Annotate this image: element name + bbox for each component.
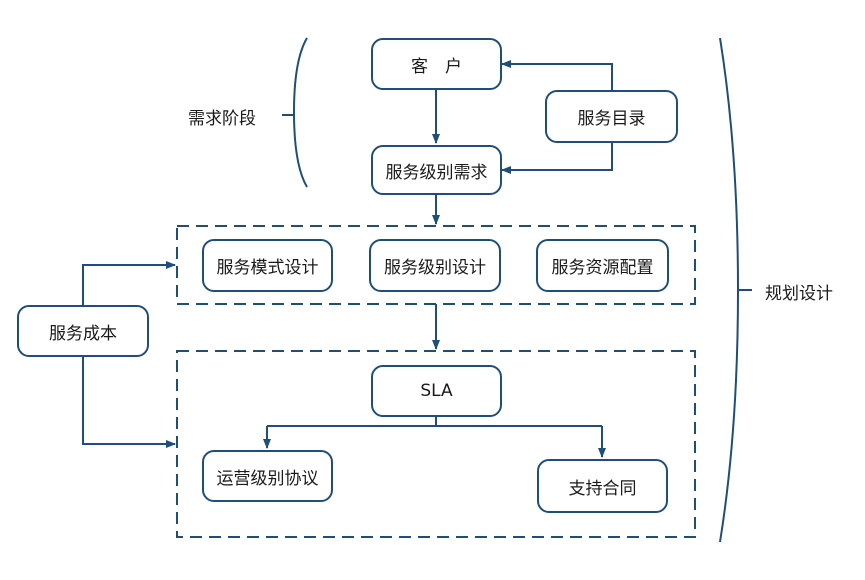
planning-design-label: 规划设计 — [765, 284, 833, 304]
sla-node: SLA — [371, 365, 502, 417]
planning-design-brace — [719, 37, 740, 543]
customer-node: 客 户 — [371, 38, 502, 90]
service-cost-node: 服务成本 — [17, 305, 149, 357]
service-catalog-node: 服务目录 — [545, 90, 678, 143]
ola-node: 运营级别协议 — [202, 450, 333, 502]
service-level-design-node: 服务级别设计 — [369, 239, 501, 292]
service-resource-config-node: 服务资源配置 — [536, 239, 669, 292]
arrow-catalog-to-requirement — [501, 143, 613, 174]
service-mode-design-node: 服务模式设计 — [202, 239, 333, 292]
agreement-group-box — [176, 350, 696, 538]
service-level-requirement-node: 服务级别需求 — [371, 145, 502, 195]
arrow-cost-to-design-group — [82, 261, 176, 305]
requirement-phase-brace — [292, 37, 308, 188]
arrow-cost-to-agreement-group — [82, 357, 176, 448]
support-contract-node: 支持合同 — [537, 459, 668, 513]
requirement-phase-label: 需求阶段 — [188, 109, 256, 129]
arrow-catalog-to-customer — [501, 60, 613, 90]
